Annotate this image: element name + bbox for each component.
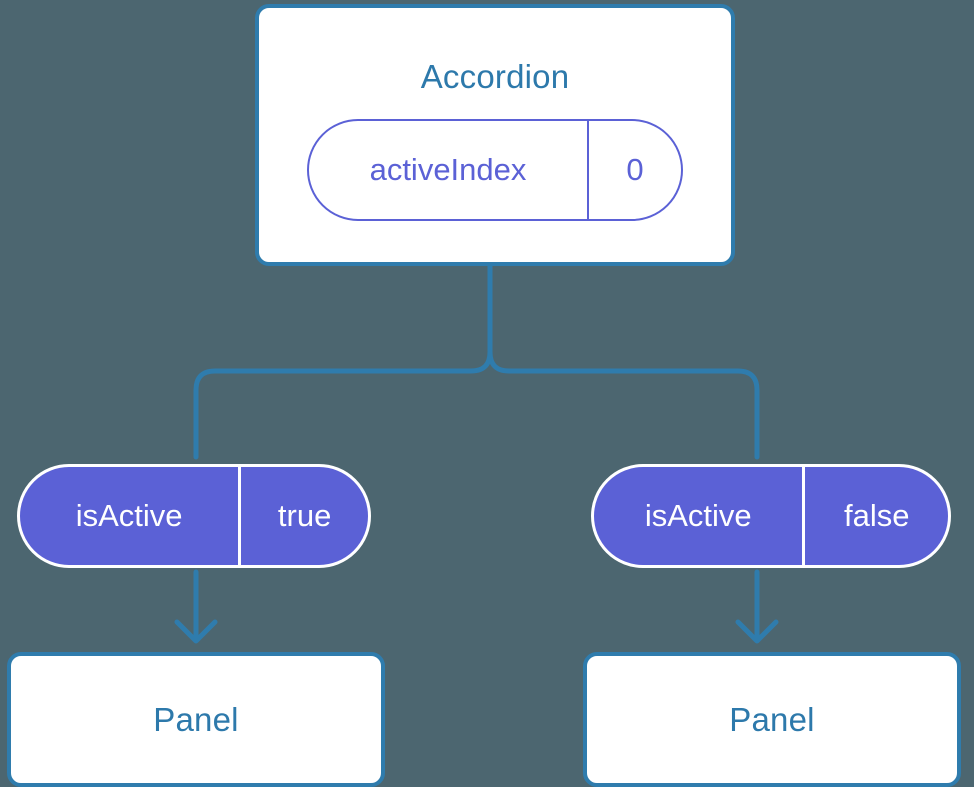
- diagram-canvas: Accordion activeIndex 0 isActive true Pa…: [7, 4, 961, 787]
- prop-pill-right-key: isActive: [644, 498, 752, 533]
- accordion-card-title: Accordion: [420, 58, 570, 95]
- panel-component-card-right[interactable]: Panel: [583, 652, 961, 787]
- prop-pill-is-active-true[interactable]: isActive true: [17, 464, 371, 568]
- arrow-left-pill-to-panel: [174, 569, 218, 644]
- state-pill-key: activeIndex: [369, 152, 527, 187]
- panel-card-left-title: Panel: [153, 700, 239, 738]
- connector-root-split-left: [193, 349, 493, 460]
- connector-root-split: [487, 263, 760, 460]
- state-pill-active-index[interactable]: activeIndex 0: [307, 119, 683, 221]
- prop-pill-left-key: isActive: [75, 498, 183, 533]
- arrow-right-pill-to-panel: [735, 569, 779, 644]
- prop-pill-right-value: false: [802, 467, 948, 565]
- prop-pill-is-active-false[interactable]: isActive false: [591, 464, 951, 568]
- connector-layer: [174, 263, 779, 644]
- panel-card-right-title: Panel: [729, 700, 815, 738]
- state-pill-value: 0: [587, 121, 681, 219]
- prop-pill-left-value: true: [238, 467, 368, 565]
- panel-component-card-left[interactable]: Panel: [7, 652, 385, 787]
